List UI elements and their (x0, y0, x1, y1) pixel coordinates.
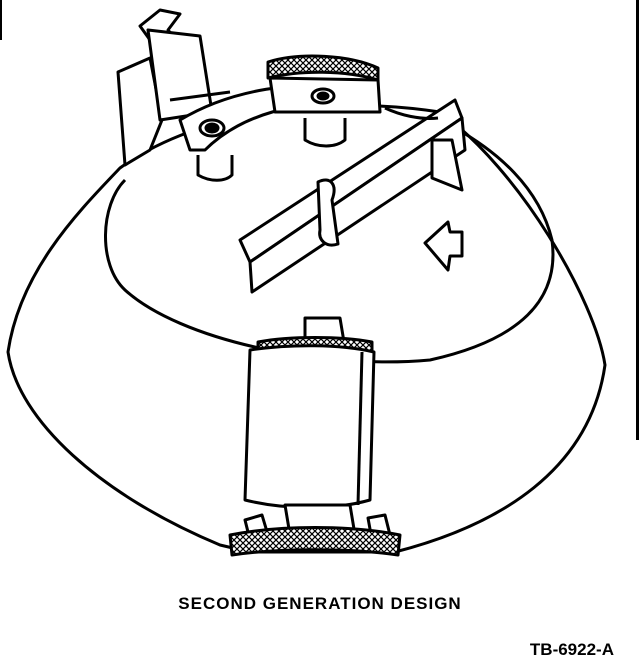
thumbwheel-top-knurl (266, 54, 380, 82)
background-linework (169, 90, 439, 120)
left-border (0, 0, 2, 40)
figure-id-label: TB-6922-A (529, 640, 614, 659)
post-1 (196, 155, 234, 182)
blade-fin (430, 138, 464, 192)
cone-top-face (104, 118, 555, 364)
blade-pointer (238, 98, 467, 294)
rivet-1-inner-icon (204, 122, 220, 134)
thumbwheel-bottom-knurl (228, 526, 402, 557)
front-tab (228, 316, 402, 557)
tab-panel (243, 344, 376, 509)
direction-arrow-icon (423, 220, 464, 272)
clip-upright (116, 56, 164, 167)
figure-caption: SECOND GENERATION DESIGN (178, 594, 462, 613)
blade-ridge (316, 178, 340, 247)
post-2 (303, 118, 347, 148)
rivet-2-inner-icon (316, 91, 330, 101)
tab-edge (356, 351, 364, 506)
top-thumbwheel (266, 54, 382, 148)
right-border (636, 0, 639, 440)
blade-face (248, 116, 467, 294)
clip-frame (146, 28, 214, 122)
